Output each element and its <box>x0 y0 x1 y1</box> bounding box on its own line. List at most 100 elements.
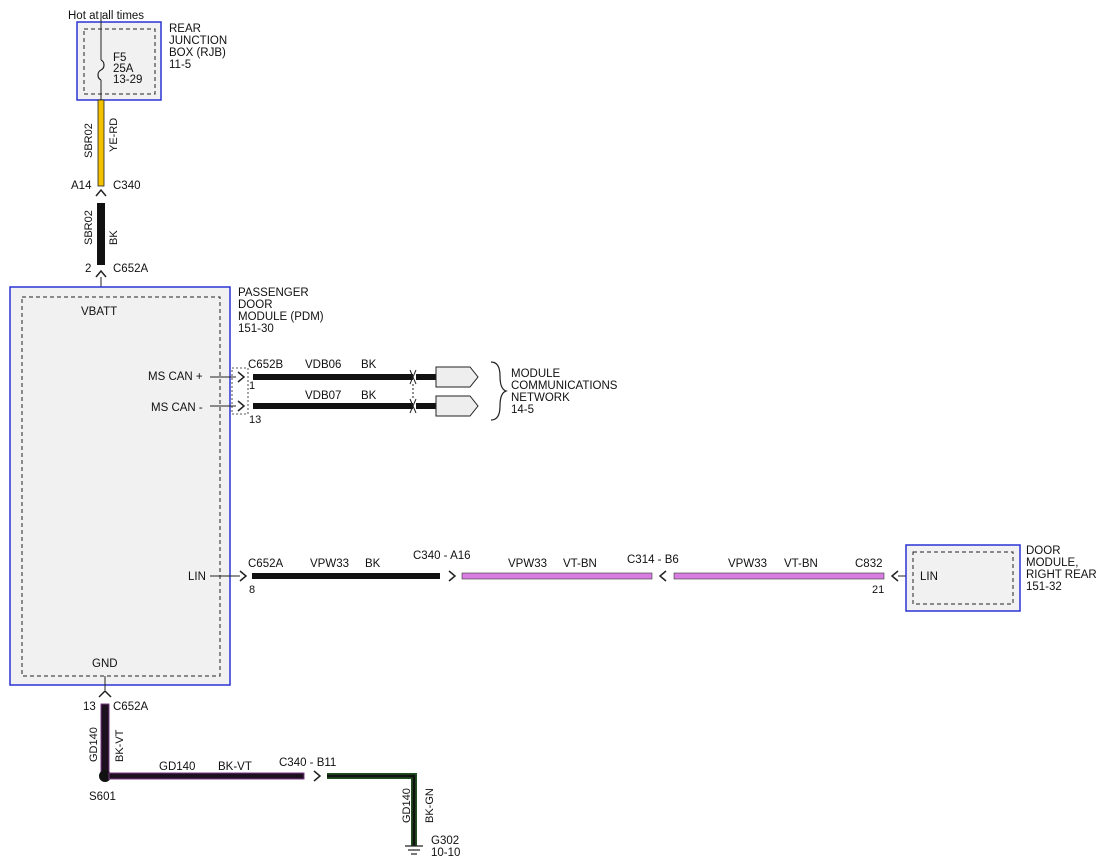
gnd-vertical-color-label: BK-VT <box>114 729 126 762</box>
network-minus-arrow-icon <box>435 395 479 417</box>
wire-vpw33-bk <box>252 573 440 579</box>
pdm-title-ref: 151-30 <box>238 323 274 335</box>
connector-c340-icon <box>95 188 107 197</box>
lin-seg1-color-label: BK <box>365 558 381 570</box>
rr-module-title-line1: DOOR <box>1026 545 1061 557</box>
splice-s601-label: S601 <box>89 791 116 803</box>
c314-b6-connector-icon <box>658 570 667 582</box>
rjb-title-ref: 11-5 <box>169 59 191 71</box>
fuse-ref: 13-29 <box>113 74 142 86</box>
splice-s601-icon <box>99 770 111 782</box>
wire-vpw33-vt-bn-1 <box>461 572 653 580</box>
network-plus-arrow-icon <box>435 366 479 388</box>
rr-module-title-ref: 151-32 <box>1026 581 1062 593</box>
wire-vdb07 <box>253 403 413 409</box>
wire-gd140-bk-vt-horizontal <box>108 772 305 780</box>
wire-mid-circuit-label: SBR02 <box>83 210 95 245</box>
gnd-connector-label: C652A <box>113 701 148 713</box>
wire-vdb07-end <box>416 403 436 409</box>
network-title-line3: NETWORK <box>511 392 570 404</box>
c340-b11-label: C340 - B11 <box>279 757 336 769</box>
rjb-title-line3: BOX (RJB) <box>169 47 226 59</box>
lin-seg3-color-label: VT-BN <box>784 558 818 570</box>
pdm-ms-can-plus-label: MS CAN + <box>148 371 203 383</box>
c832-connector-label: C832 <box>855 558 883 570</box>
c340-a16-connector-icon <box>448 570 457 582</box>
lin-seg1-connector-label: C652A <box>248 558 283 570</box>
wire-sbr02-ye-rd <box>97 99 105 187</box>
ground-g302-label: G302 <box>431 835 459 847</box>
c314-b6-label: C314 - B6 <box>627 554 679 566</box>
rjb-box <box>76 21 162 101</box>
network-title-line2: COMMUNICATIONS <box>511 380 618 392</box>
c340-pin-label: A14 <box>71 180 92 192</box>
pdm-dashed-outline <box>21 296 221 677</box>
network-brace-icon <box>490 361 508 421</box>
wire-top-circuit-label: SBR02 <box>83 123 95 158</box>
pdm-title-line1: PASSENGER <box>238 287 309 299</box>
gnd-connector-icon <box>98 689 112 698</box>
gnd-vertical-circuit-label: GD140 <box>88 727 100 762</box>
wire-vdb06-end <box>416 374 436 380</box>
can-plus-pin-label: 1 <box>249 380 255 392</box>
wire-vdb06 <box>253 374 413 380</box>
rr-module-title-line2: MODULE, <box>1026 557 1078 569</box>
gnd-pin-label: 13 <box>83 701 96 713</box>
c832-pin-label: 21 <box>872 584 884 596</box>
c652a-top-pin-label: 2 <box>85 263 91 275</box>
twist-mark-minus-icon <box>409 398 417 414</box>
ground-ref-label: 10-10 <box>431 847 460 859</box>
wire-sbr02-bk <box>97 203 105 265</box>
c652b-connector-outline <box>231 367 249 415</box>
wire-vpw33-vt-bn-2 <box>673 572 885 580</box>
rjb-title-line2: JUNCTION <box>169 35 227 47</box>
c652a-top-connector-label: C652A <box>113 263 148 275</box>
gnd-horizontal-color-label: BK-VT <box>218 761 252 773</box>
c832-connector-icon <box>890 570 899 582</box>
rr-module-title-line3: RIGHT REAR <box>1026 569 1097 581</box>
network-title-line1: MODULE <box>511 368 561 380</box>
twist-mark-plus-icon <box>409 369 417 385</box>
c652b-connector-label: C652B <box>248 359 283 371</box>
rjb-title-line1: REAR <box>169 23 201 35</box>
gnd-bk-gn-circuit-label: GD140 <box>401 788 413 823</box>
lin-seg2-circuit-label: VPW33 <box>508 558 547 570</box>
rr-module-lin-label: LIN <box>920 571 938 583</box>
network-title-ref: 14-5 <box>511 404 534 416</box>
pdm-box <box>9 286 231 686</box>
vdb07-circuit-label: VDB07 <box>305 390 341 402</box>
pdm-gnd-label: GND <box>92 658 118 670</box>
pdm-title-line3: MODULE (PDM) <box>238 311 324 323</box>
rr-module-dashed-outline <box>912 551 1014 605</box>
hot-at-all-times-note: Hot at all times <box>68 10 144 22</box>
pdm-lin-label: LIN <box>188 571 206 583</box>
wire-mid-color-label: BK <box>108 230 120 245</box>
c340-b11-connector-icon <box>313 770 322 782</box>
lin-seg3-circuit-label: VPW33 <box>728 558 767 570</box>
lin-seg1-pin-label: 8 <box>249 584 255 596</box>
vdb06-circuit-label: VDB06 <box>305 359 341 371</box>
lin-c652a-connector-icon <box>239 570 248 582</box>
vdb06-color-label: BK <box>361 359 377 371</box>
wire-gd140-bk-vt-vertical <box>100 703 110 777</box>
vdb07-color-label: BK <box>361 390 377 402</box>
wire-gd140-bk-gn-core <box>327 774 416 846</box>
c340-connector-label: C340 <box>113 180 141 192</box>
pdm-ms-can-minus-label: MS CAN - <box>151 402 203 414</box>
pdm-title-line2: DOOR <box>238 299 273 311</box>
rr-module-box <box>905 544 1021 612</box>
lin-seg1-circuit-label: VPW33 <box>310 558 349 570</box>
wire-top-color-label: YE-RD <box>108 118 120 152</box>
c340-a16-label: C340 - A16 <box>413 550 471 562</box>
fuse-rating: 25A <box>113 63 134 75</box>
pdm-vbatt-label: VBATT <box>81 306 117 318</box>
lin-seg2-color-label: VT-BN <box>563 558 597 570</box>
can-plus-connector-icon <box>237 371 246 383</box>
fuse-name: F5 <box>113 52 126 64</box>
fuse-icon <box>97 59 105 81</box>
can-minus-connector-icon <box>237 400 246 412</box>
gnd-horizontal-circuit-label: GD140 <box>159 761 195 773</box>
rjb-dashed-outline <box>83 28 156 95</box>
gnd-bk-gn-color-label: BK-GN <box>424 788 436 823</box>
